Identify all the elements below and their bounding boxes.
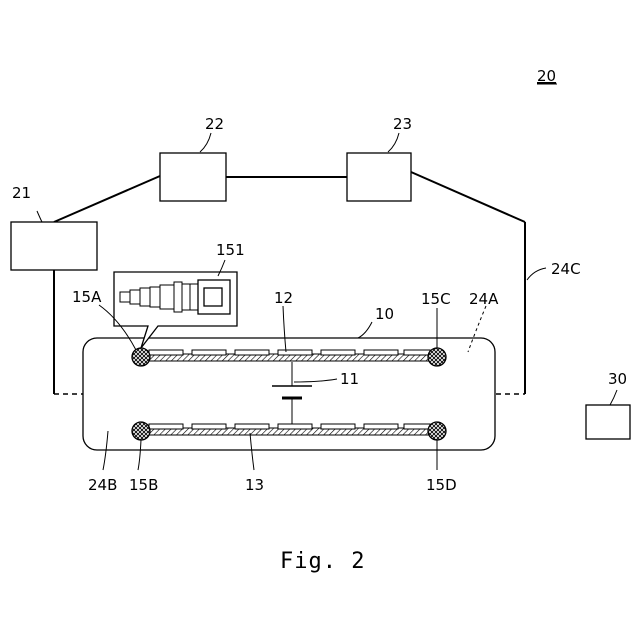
label-15c: 15C (421, 290, 451, 308)
box-22 (160, 153, 226, 201)
label-24a: 24A (469, 290, 499, 308)
label-10: 10 (375, 305, 394, 323)
box-21 (11, 222, 97, 270)
label-22: 22 (205, 115, 224, 133)
label-30: 30 (608, 370, 627, 388)
terminal-15d (428, 422, 446, 440)
box-23 (347, 153, 411, 201)
label-21: 21 (12, 184, 31, 202)
terminal-15c (428, 348, 446, 366)
label-12: 12 (274, 289, 293, 307)
label-15a: 15A (72, 288, 102, 306)
label-11: 11 (340, 370, 359, 388)
label-24c: 24C (551, 260, 581, 278)
label-15d: 15D (426, 476, 457, 494)
figure-caption: Fig. 2 (280, 549, 365, 574)
callout-151 (114, 272, 237, 348)
label-24b: 24B (88, 476, 117, 494)
label-23: 23 (393, 115, 412, 133)
label-13: 13 (245, 476, 264, 494)
terminal-15b (132, 422, 150, 440)
label-15b: 15B (129, 476, 158, 494)
box-30 (586, 405, 630, 439)
label-151: 151 (216, 241, 245, 259)
terminal-15a (132, 348, 150, 366)
label-20: 20 (537, 67, 556, 85)
